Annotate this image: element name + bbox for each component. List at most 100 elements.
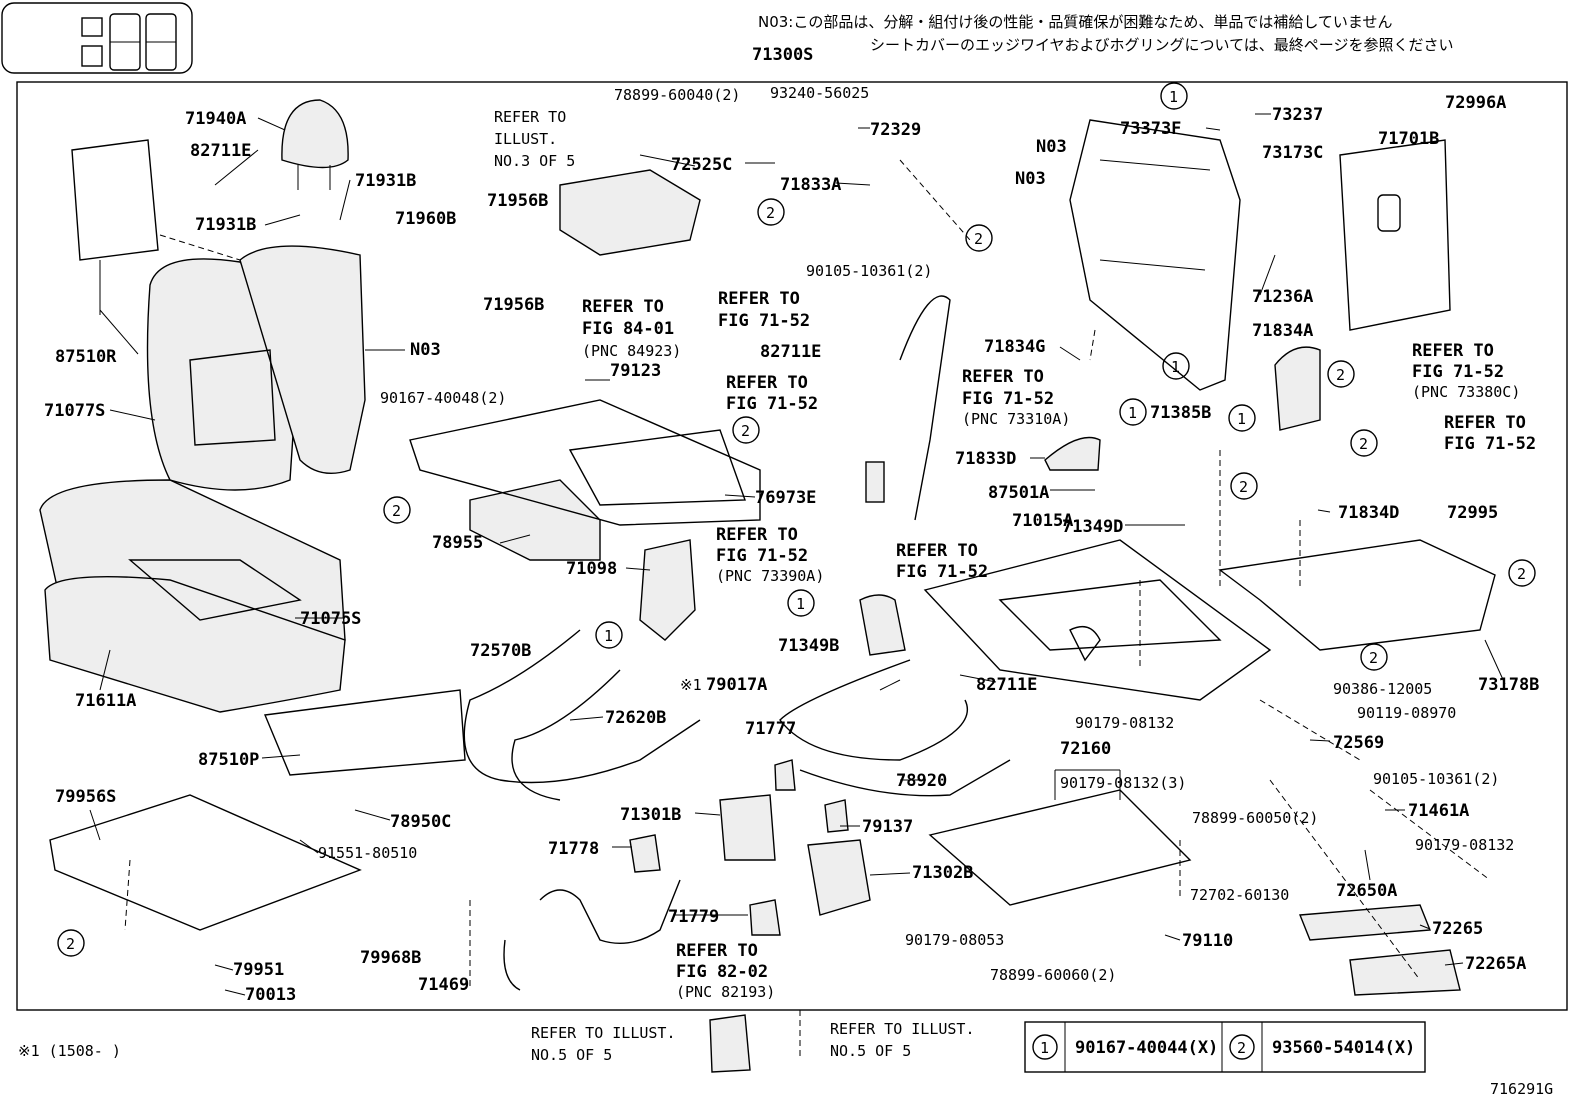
part-73373F[interactable]: 73373F <box>1120 119 1181 139</box>
refer-fig-71-52[interactable]: REFER TO FIG 71-52 <box>1444 413 1536 454</box>
legend-part-1[interactable]: 90167-40044(X) <box>1075 1038 1218 1058</box>
legend-part-2[interactable]: 93560-54014(X) <box>1272 1038 1415 1058</box>
label-n03[interactable]: N03 <box>410 340 441 360</box>
part-90386-12005[interactable]: 90386-12005 <box>1333 680 1432 698</box>
part-87510R[interactable]: 87510R <box>55 347 117 367</box>
refer-fig-71-52[interactable]: REFER TO FIG 71-52 (PNC 73380C) <box>1412 341 1520 401</box>
part-79110[interactable]: 79110 <box>1182 931 1233 951</box>
label-n03[interactable]: N03 <box>1015 169 1046 189</box>
refer-fig-71-52[interactable]: REFER TO FIG 71-52 (PNC 73310A) <box>962 367 1070 428</box>
part-79123[interactable]: 79123 <box>610 361 661 381</box>
part-71931B[interactable]: 71931B <box>195 215 256 235</box>
part-72265[interactable]: 72265 <box>1432 919 1483 939</box>
refer-fig-71-52[interactable]: REFER TO FIG 71-52 <box>726 373 818 414</box>
part-71956B[interactable]: 71956B <box>487 191 548 211</box>
part-72265A[interactable]: 72265A <box>1465 954 1526 974</box>
refer-fig-71-52[interactable]: REFER TO FIG 71-52 <box>718 289 810 331</box>
seat-heater-mat <box>264 689 466 776</box>
part-79956S[interactable]: 79956S <box>55 787 116 807</box>
part-82711E[interactable]: 82711E <box>760 342 821 362</box>
part-70013[interactable]: 70013 <box>245 985 296 1005</box>
part-90179-08053[interactable]: 90179-08053 <box>905 931 1004 949</box>
part-71385B[interactable]: 71385B <box>1150 403 1211 423</box>
part-71834D[interactable]: 71834D <box>1338 503 1399 523</box>
part-71349D[interactable]: 71349D <box>1062 517 1123 537</box>
svg-text:2: 2 <box>766 204 775 222</box>
part-93240-56025[interactable]: 93240-56025 <box>770 84 869 102</box>
part-72620B[interactable]: 72620B <box>605 708 666 728</box>
refer-illust-5-of-5[interactable]: REFER TO ILLUST. NO.5 OF 5 <box>830 1020 975 1060</box>
part-78950C[interactable]: 78950C <box>390 812 451 832</box>
part-71461A[interactable]: 71461A <box>1408 801 1469 821</box>
part-72570B[interactable]: 72570B <box>470 641 531 661</box>
part-90105-10361[interactable]: 90105-10361(2) <box>1373 770 1499 788</box>
part-73237[interactable]: 73237 <box>1272 105 1323 125</box>
refer-fig-71-52[interactable]: REFER TO FIG 71-52 <box>896 541 988 582</box>
part-90167-40048[interactable]: 90167-40048(2) <box>380 389 506 407</box>
part-91551-80510[interactable]: 91551-80510 <box>318 844 417 862</box>
refer-fig-84-01[interactable]: REFER TO FIG 84-01 (PNC 84923) <box>582 297 681 360</box>
part-71779[interactable]: 71779 <box>668 907 719 927</box>
part-71940A[interactable]: 71940A <box>185 109 246 129</box>
part-71469[interactable]: 71469 <box>418 975 469 995</box>
part-72702-60130[interactable]: 72702-60130 <box>1190 886 1289 904</box>
part-71960B[interactable]: 71960B <box>395 209 456 229</box>
refer-illust-5-of-5[interactable]: REFER TO ILLUST. NO.5 OF 5 <box>531 1024 676 1064</box>
part-82711E[interactable]: 82711E <box>976 675 1037 695</box>
part-78899-60060[interactable]: 78899-60060(2) <box>990 966 1116 984</box>
part-90179-08132-3[interactable]: 90179-08132(3) <box>1060 774 1186 792</box>
part-71833A[interactable]: 71833A <box>780 175 841 195</box>
part-90179-08132[interactable]: 90179-08132 <box>1075 714 1174 732</box>
part-78955[interactable]: 78955 <box>432 533 483 553</box>
part-71349B[interactable]: 71349B <box>778 636 839 656</box>
part-73173C[interactable]: 73173C <box>1262 143 1323 163</box>
part-79951[interactable]: 79951 <box>233 960 284 980</box>
part-73178B[interactable]: 73178B <box>1478 675 1539 695</box>
part-90119-08970[interactable]: 90119-08970 <box>1357 704 1456 722</box>
callout-2: 2 <box>757 198 785 226</box>
part-72160[interactable]: 72160 <box>1060 739 1111 759</box>
part-71302B[interactable]: 71302B <box>912 863 973 883</box>
part-71611A[interactable]: 71611A <box>75 691 136 711</box>
part-82711E[interactable]: 82711E <box>190 141 251 161</box>
part-79137[interactable]: 79137 <box>862 817 913 837</box>
part-71075S[interactable]: 71075S <box>300 609 361 629</box>
part-72525C[interactable]: 72525C <box>671 155 732 175</box>
part-72650A[interactable]: 72650A <box>1336 881 1397 901</box>
part-71301B[interactable]: 71301B <box>620 805 681 825</box>
part-72996A[interactable]: 72996A <box>1445 93 1506 113</box>
part-87501A[interactable]: 87501A <box>988 483 1049 503</box>
part-90179-08132[interactable]: 90179-08132 <box>1415 836 1514 854</box>
part-71931B[interactable]: 71931B <box>355 171 416 191</box>
part-71777[interactable]: 71777 <box>745 719 796 739</box>
part-71300S[interactable]: 71300S <box>752 45 813 65</box>
part-71833D[interactable]: 71833D <box>955 449 1016 469</box>
refer-fig-71-52[interactable]: REFER TO FIG 71-52 (PNC 73390A) <box>716 525 824 585</box>
part-90105-10361[interactable]: 90105-10361(2) <box>806 262 932 280</box>
part-71236A[interactable]: 71236A <box>1252 287 1313 307</box>
part-71701B[interactable]: 71701B <box>1378 129 1439 149</box>
part-71077S[interactable]: 71077S <box>44 401 105 421</box>
part-71956B[interactable]: 71956B <box>483 295 544 315</box>
part-72569[interactable]: 72569 <box>1333 733 1384 753</box>
part-72995[interactable]: 72995 <box>1447 503 1498 523</box>
part-78899-60050[interactable]: 78899-60050(2) <box>1192 809 1318 827</box>
part-71778[interactable]: 71778 <box>548 839 599 859</box>
svg-text:FIG 71-52: FIG 71-52 <box>1412 362 1504 382</box>
part-87510P[interactable]: 87510P <box>198 750 259 770</box>
label-n03[interactable]: N03 <box>1036 137 1067 157</box>
refer-illust-3-of-5[interactable]: REFER TO ILLUST. NO.3 OF 5 <box>494 108 575 170</box>
part-71834G[interactable]: 71834G <box>984 337 1045 357</box>
part-72329[interactable]: 72329 <box>870 120 921 140</box>
refer-fig-82-02[interactable]: REFER TO FIG 82-02 (PNC 82193) <box>676 941 775 1001</box>
fastener-legend: 1 90167-40044(X) 2 93560-54014(X) <box>1024 1021 1426 1073</box>
part-71834A[interactable]: 71834A <box>1252 321 1313 341</box>
part-79968B[interactable]: 79968B <box>360 948 421 968</box>
part-71015A[interactable]: 71015A <box>1012 511 1073 531</box>
part-79017A[interactable]: 79017A <box>706 675 767 695</box>
part-78899-60040[interactable]: 78899-60040(2) <box>614 86 740 104</box>
recliner-mechanisms <box>629 759 871 936</box>
part-78920[interactable]: 78920 <box>896 771 947 791</box>
part-76973E[interactable]: 76973E <box>755 488 816 508</box>
part-71098[interactable]: 71098 <box>566 559 617 579</box>
